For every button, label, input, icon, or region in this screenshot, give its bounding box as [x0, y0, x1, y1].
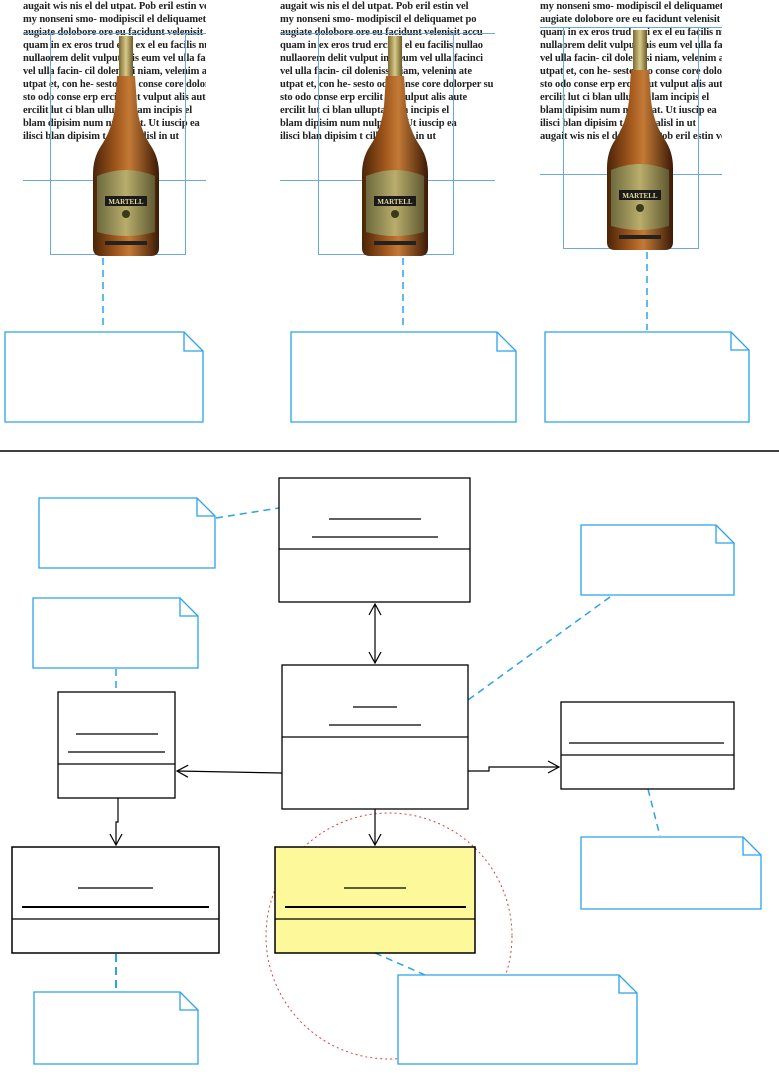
class-box-highlighted[interactable] [274, 846, 476, 954]
association-left-down [109, 798, 123, 847]
note-bottom-center[interactable] [397, 974, 638, 1065]
note-connector-bottom-center [374, 952, 426, 976]
class-box-bottom-left[interactable] [11, 846, 220, 954]
bottle-image-1 [93, 36, 159, 256]
focus-circle [265, 812, 513, 1060]
note-connector-right [647, 788, 661, 837]
bottle-image-3 [607, 30, 673, 250]
class-box-top[interactable] [278, 477, 471, 603]
note-box-1[interactable] [4, 331, 204, 423]
note-right[interactable] [580, 836, 762, 910]
bottle-image-2 [362, 36, 428, 256]
class-box-right[interactable] [560, 701, 735, 790]
association-center-left [175, 764, 283, 778]
note-connector-top-right [467, 596, 611, 701]
note-mid-left[interactable] [32, 597, 199, 669]
note-box-3[interactable] [544, 331, 750, 423]
note-box-2[interactable] [290, 331, 517, 423]
note-bottom-left[interactable] [33, 991, 199, 1065]
association-center-right [468, 760, 561, 774]
note-top-left[interactable] [38, 497, 216, 569]
note-connector-top-left [215, 507, 280, 519]
note-top-right[interactable] [580, 524, 735, 596]
class-box-center[interactable] [281, 664, 469, 810]
class-box-left[interactable] [57, 691, 176, 799]
